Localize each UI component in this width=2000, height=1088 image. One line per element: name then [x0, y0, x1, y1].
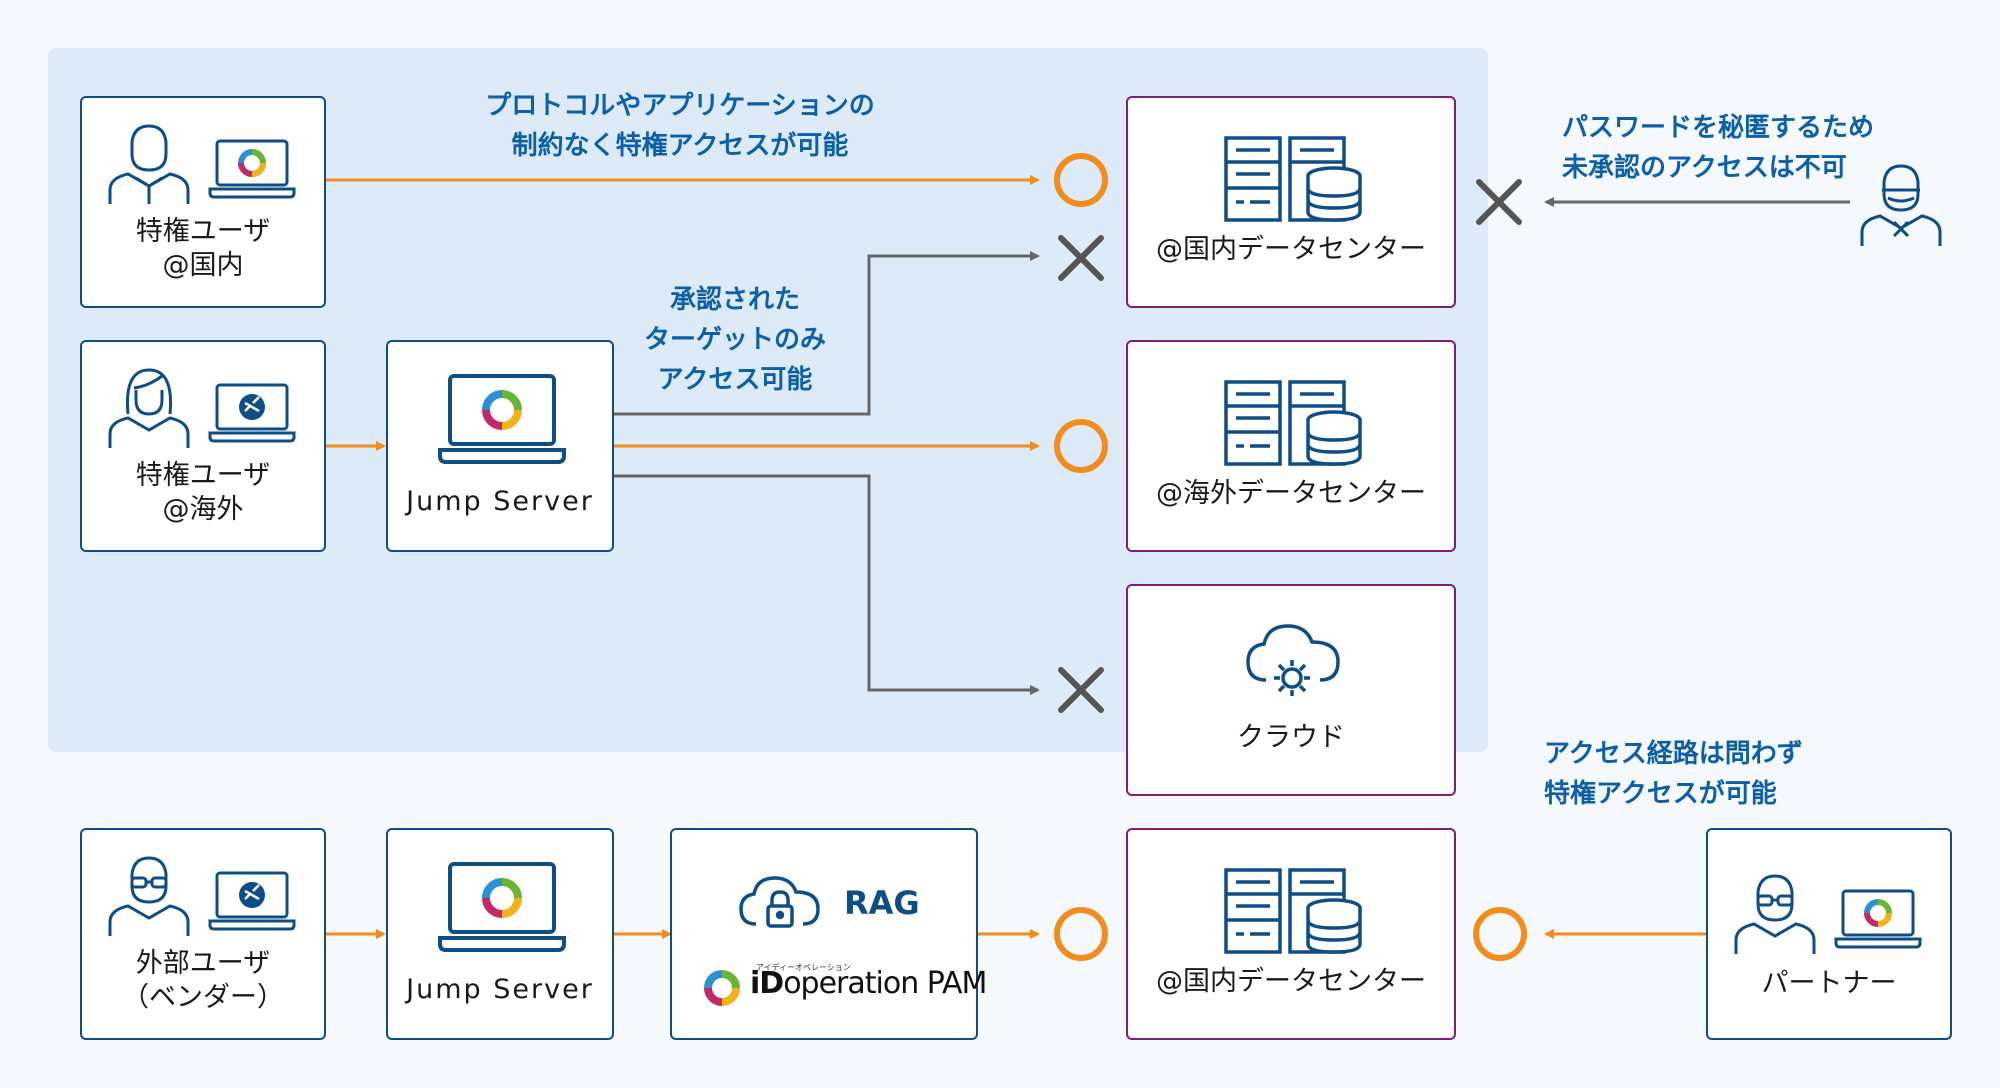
- arrow-jump-to-cloud: [614, 474, 1040, 695]
- circle-ok-icon: [1054, 153, 1108, 207]
- laptop-remote-icon: [208, 383, 296, 443]
- woman-icon: [108, 368, 190, 448]
- user-vendor-line1: 外部ユーザ: [135, 948, 271, 979]
- glasses-person-icon: [1860, 164, 1942, 246]
- user-domestic-line2: @国内: [162, 250, 244, 281]
- node-partner: パートナー: [1706, 828, 1952, 1040]
- node-user-vendor: 外部ユーザ （ベンダー）: [80, 828, 326, 1040]
- node-dc-domestic-top: @国内データセンター: [1126, 96, 1456, 308]
- laptop-logo-icon: [208, 139, 296, 199]
- node-user-domestic: 特権ユーザ @国内: [80, 96, 326, 308]
- cross-ng-icon: [1058, 667, 1104, 713]
- glasses-person-icon: [108, 856, 190, 936]
- glasses-person-icon: [1734, 874, 1816, 954]
- note-approved-only: 承認された ターゲットのみ アクセス可能: [643, 285, 826, 395]
- person-icon: [108, 124, 190, 204]
- cloud-label: クラウド: [1237, 722, 1345, 753]
- node-dc-overseas: @海外データセンター: [1126, 340, 1456, 552]
- node-dc-domestic-bottom: @国内データセンター: [1126, 828, 1456, 1040]
- note-unrestricted: プロトコルやアプリケーションの 制約なく特権アクセスが可能: [485, 91, 875, 161]
- cross-ng-icon: [1476, 179, 1522, 225]
- dc-overseas-label: @海外データセンター: [1156, 478, 1426, 509]
- cross-ng-icon: [1058, 235, 1104, 281]
- node-jump-server-bottom: Jump Server: [386, 828, 614, 1040]
- user-domestic-line1: 特権ユーザ: [135, 216, 271, 247]
- server-db-icon: [1224, 380, 1362, 466]
- laptop-logo-icon: [1834, 889, 1922, 949]
- product-logo-icon: [704, 970, 740, 1006]
- pam-cloud-label: RAG: [844, 884, 920, 922]
- cloud-lock-icon: [739, 876, 820, 928]
- circle-ok-icon: [1054, 907, 1108, 961]
- circle-ok-icon: [1473, 907, 1527, 961]
- dc-domestic-top-label: @国内データセンター: [1156, 234, 1426, 265]
- cloud-gear-icon: [1246, 624, 1340, 696]
- note-password-hidden: パスワードを秘匿するため 未承認のアクセスは不可: [1562, 113, 1875, 183]
- circle-ok-icon: [1054, 419, 1108, 473]
- user-vendor-line2: （ベンダー）: [122, 982, 284, 1013]
- jump-server-bottom-label: Jump Server: [406, 974, 594, 1005]
- node-jump-server-top: Jump Server: [386, 340, 614, 552]
- note-any-route: アクセス経路は問わず 特権アクセスが可能: [1544, 739, 1803, 809]
- pam-product-name: iDoperation PAM: [750, 966, 987, 1001]
- dc-domestic-bottom-label: @国内データセンター: [1156, 966, 1426, 997]
- arrow-jump-to-dc-domestic: [614, 251, 1040, 416]
- user-overseas-line1: 特権ユーザ: [135, 460, 271, 491]
- pam-product-small: アイディーオペレーション: [756, 963, 851, 972]
- server-db-icon: [1224, 868, 1362, 954]
- server-db-icon: [1224, 136, 1362, 222]
- laptop-logo-icon: [438, 374, 566, 464]
- laptop-logo-icon: [438, 862, 566, 952]
- jump-server-top-label: Jump Server: [406, 486, 594, 517]
- user-overseas-line2: @海外: [162, 494, 244, 525]
- node-user-overseas: 特権ユーザ @海外: [80, 340, 326, 552]
- laptop-remote-icon: [208, 871, 296, 931]
- node-pam: RAG アイディーオペレーション iDoperation PAM: [670, 828, 987, 1040]
- partner-label: パートナー: [1761, 968, 1897, 999]
- node-cloud: クラウド: [1126, 584, 1456, 796]
